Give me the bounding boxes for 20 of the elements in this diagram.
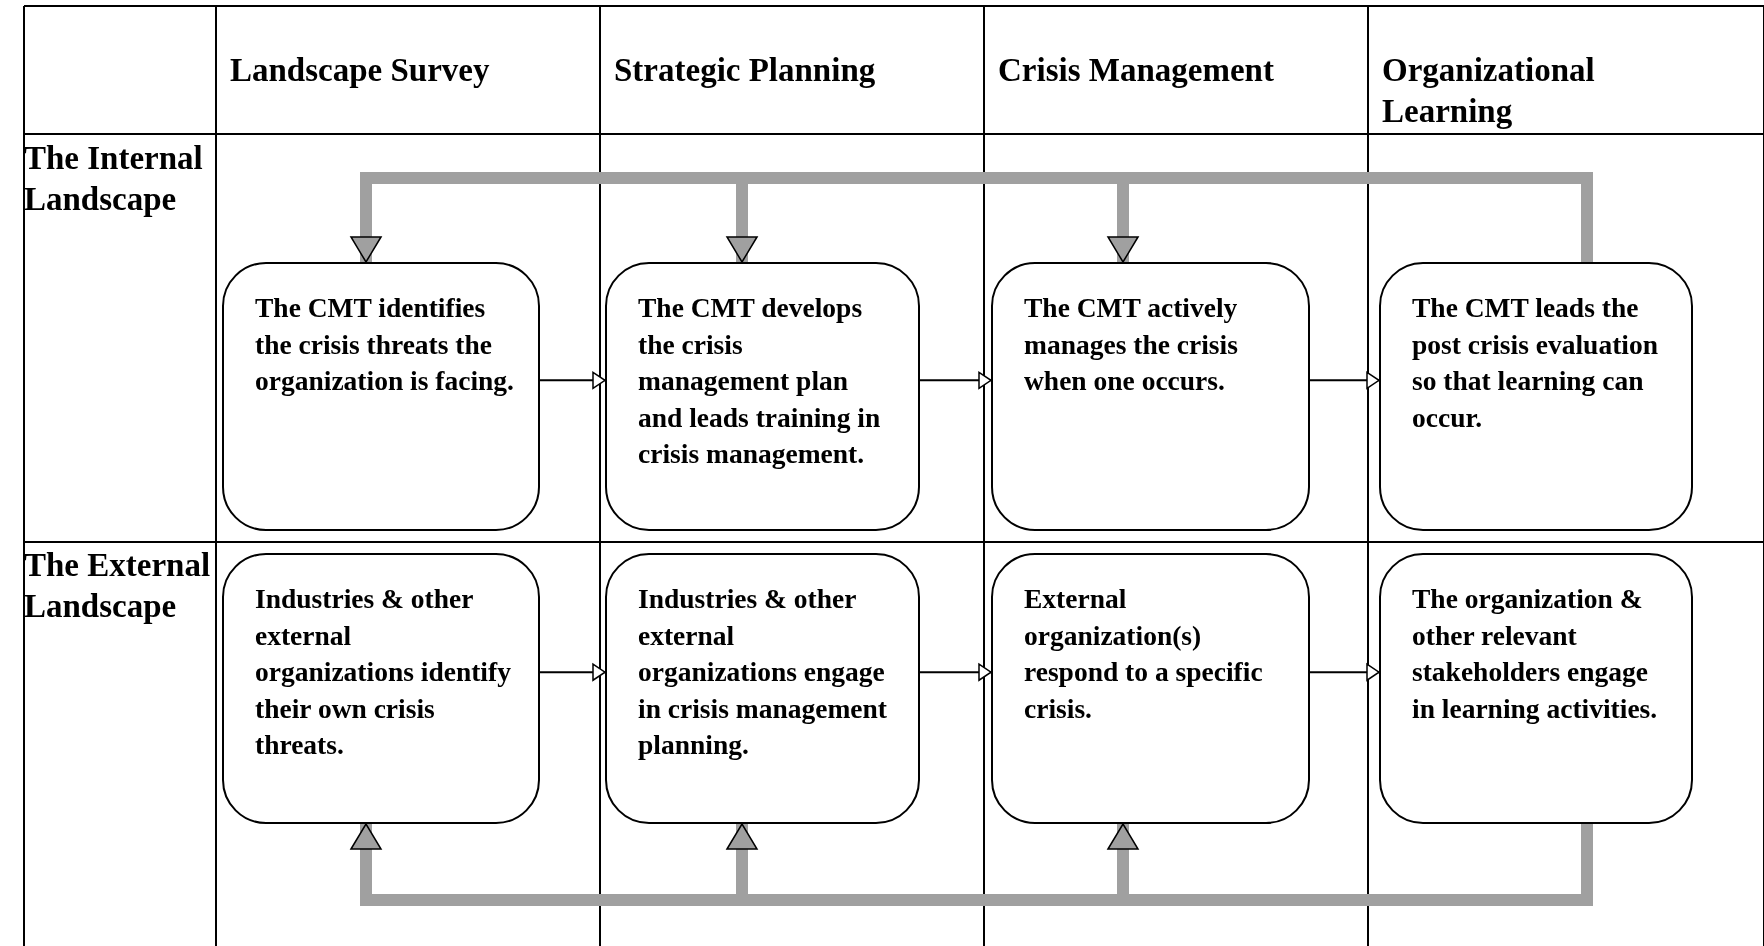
column-header: Crisis Management xyxy=(998,51,1274,90)
arrow xyxy=(1309,371,1380,390)
arrow xyxy=(919,371,992,390)
column-header: Organizational Learning xyxy=(1382,51,1596,131)
process-box: The CMT actively manages the crisis when one occurs. xyxy=(991,262,1310,531)
arrow xyxy=(919,663,992,681)
arrow xyxy=(539,371,606,390)
row-header: The External Landscape xyxy=(24,546,212,626)
process-box: The CMT develops the crisis management plan and leads training in crisis management. xyxy=(605,262,920,531)
column-header: Strategic Planning xyxy=(614,51,876,90)
process-box: Industries & other external organizations identify their own crisis threats. xyxy=(222,553,540,824)
process-box: The CMT leads the post crisis evaluation so that learning can occur. xyxy=(1379,262,1693,531)
arrow xyxy=(1309,663,1380,681)
row-header: The Internal Landscape xyxy=(24,139,204,219)
process-box: The CMT identifies the crisis threats the organization is facing. xyxy=(222,262,540,531)
arrow xyxy=(539,663,606,681)
process-box: External organization(s) respond to a specific crisis. xyxy=(991,553,1310,824)
column-header: Landscape Survey xyxy=(230,51,490,90)
process-box: Industries & other external organizations engage in crisis management planning. xyxy=(605,553,920,824)
process-box: The organization & other relevant stakeholders engage in learning activities. xyxy=(1379,553,1693,824)
